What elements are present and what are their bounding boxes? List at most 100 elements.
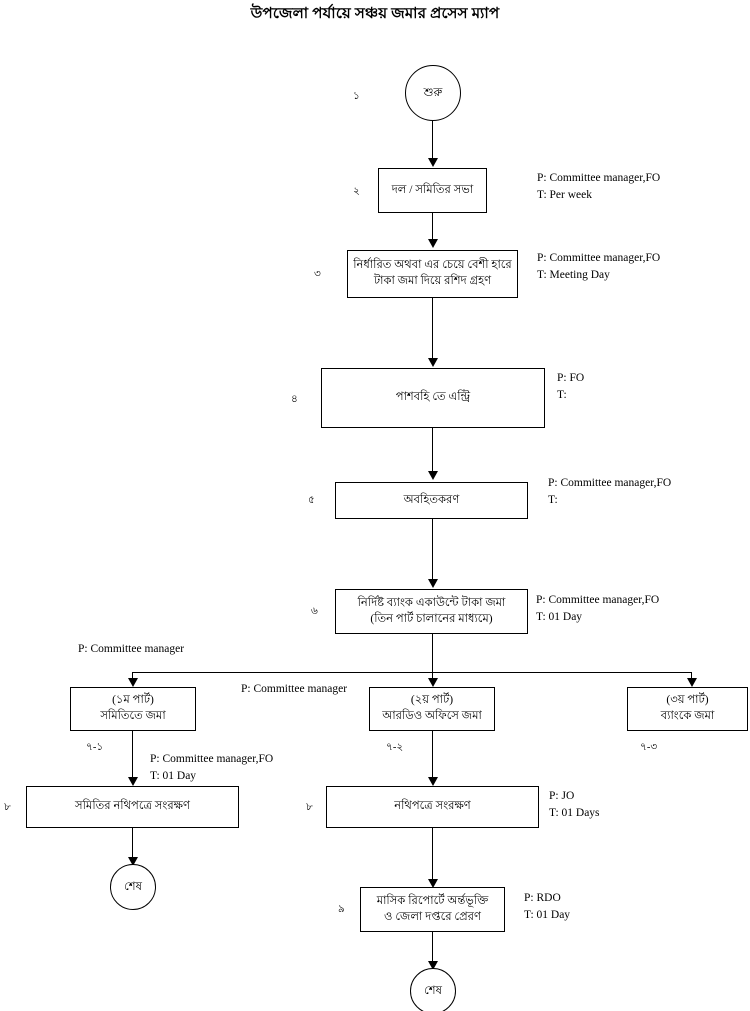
node-step-7b: (২য় পার্ট) আরডিও অফিসে জমা xyxy=(369,687,495,731)
node-step-7c-line1: (৩য় পার্ট) xyxy=(666,694,709,707)
arrow-7a-to-8left xyxy=(128,777,138,786)
annotation-step-8-center-t: T: 01 Days xyxy=(549,807,600,820)
step-number-3: ৩ xyxy=(314,269,321,280)
node-step-6: নির্দিষ্ট ব্যাংক একাউন্টে টাকা জমা (তিন … xyxy=(335,589,528,634)
node-step-7b-line2: আরডিও অফিসে জমা xyxy=(382,710,482,722)
connector-7b-to-8center xyxy=(432,731,433,779)
node-step-8-left: সমিতির নথিপত্রে সংরক্ষণ xyxy=(26,786,239,828)
node-step-6-line2: (তিন পার্ট চালানের মাধ্যমে) xyxy=(370,612,493,625)
arrow-2-to-3 xyxy=(428,239,438,248)
split-bus-horizontal xyxy=(132,672,691,673)
arrow-split-to-7b xyxy=(428,678,438,687)
annotation-step-2-p: P: Committee manager,FO xyxy=(537,172,661,184)
annotation-step-3-t: T: Meeting Day xyxy=(537,269,610,282)
step-number-8-center: ৮ xyxy=(306,802,313,813)
connector-start-to-2 xyxy=(432,121,433,160)
annotation-step-4-p: P: FO xyxy=(557,372,585,384)
node-end-left-label: শেষ xyxy=(124,880,142,893)
annotation-step-6-t: T: 01 Day xyxy=(536,611,583,624)
connector-2-to-3 xyxy=(432,213,433,241)
node-end-left: শেষ xyxy=(110,864,156,910)
node-step-3: নির্ধারিত অথবা এর চেয়ে বেশী হারে টাকা জ… xyxy=(347,250,518,298)
connector-7a-to-8left xyxy=(132,731,133,779)
node-step-7a-line2: সমিতিতে জমা xyxy=(100,710,166,722)
node-step-4-line1: পাশবহি তে এন্ট্রি xyxy=(395,391,471,404)
step-number-4: ৪ xyxy=(291,394,298,405)
node-step-4: পাশবহি তে এন্ট্রি xyxy=(321,368,545,428)
connector-8left-to-end xyxy=(132,828,133,860)
node-step-7c: (৩য় পার্ট) ব্যাংকে জমা xyxy=(627,687,748,731)
annotation-split-center: P: Committee manager xyxy=(241,681,347,698)
annotation-step-6: P: Committee manager,FO T: 01 Day xyxy=(536,592,659,627)
arrow-8left-to-end xyxy=(128,857,138,866)
arrow-3-to-4 xyxy=(428,358,438,367)
annotation-step-8-left-t: T: 01 Day xyxy=(150,770,197,783)
annotation-step-9-t: T: 01 Day xyxy=(524,909,571,922)
connector-5-to-6 xyxy=(432,519,433,581)
annotation-step-5: P: Committee manager,FO T: xyxy=(548,475,671,510)
annotation-step-2-t: T: Per week xyxy=(537,189,592,202)
node-step-3-line1: নির্ধারিত অথবা এর চেয়ে বেশী হারে xyxy=(353,259,512,272)
arrow-9-to-end xyxy=(428,961,438,970)
node-step-7c-line2: ব্যাংকে জমা xyxy=(660,710,715,722)
step-number-6: ৬ xyxy=(311,606,318,617)
node-step-7b-line1: (২য় পার্ট) xyxy=(410,694,454,707)
node-step-9-line2: ও জেলা দপ্তরে প্রেরণ xyxy=(384,910,481,923)
connector-split-to-7a xyxy=(132,672,133,680)
step-number-1: ১ xyxy=(353,91,360,102)
node-step-8-left-line1: সমিতির নথিপত্রে সংরক্ষণ xyxy=(75,800,190,813)
annotation-split-left-p: P: Committee manager xyxy=(78,643,185,655)
arrow-start-to-2 xyxy=(428,158,438,167)
annotation-split-center-p: P: Committee manager xyxy=(241,683,348,695)
node-step-3-line2: টাকা জমা দিয়ে রশিদ গ্রহণ xyxy=(373,275,492,287)
connector-6-to-split xyxy=(432,634,433,672)
arrow-split-to-7c xyxy=(687,678,697,687)
node-step-5-line1: অবহিতকরণ xyxy=(403,493,460,506)
connector-4-to-5 xyxy=(432,428,433,473)
node-step-9: মাসিক রিপোর্টে অর্ন্তভূক্তি ও জেলা দপ্তর… xyxy=(360,887,505,932)
node-step-6-line1: নির্দিষ্ট ব্যাংক একাউন্টে টাকা জমা xyxy=(357,596,506,609)
page-title: উপজেলা পর্যায়ে সঞ্চয় জমার প্রসেস ম্যাপ xyxy=(250,6,500,22)
annotation-step-3: P: Committee manager,FO T: Meeting Day xyxy=(537,250,660,285)
annotation-step-8-left-p: P: Committee manager,FO xyxy=(150,753,274,765)
annotation-step-5-p: P: Committee manager,FO xyxy=(548,477,672,489)
arrow-7b-to-8center xyxy=(428,777,438,786)
annotation-step-2: P: Committee manager,FO T: Per week xyxy=(537,170,660,205)
annotation-step-4-t: T: xyxy=(557,389,567,402)
annotation-step-4: P: FO T: xyxy=(557,370,584,405)
arrow-split-to-7a xyxy=(128,678,138,687)
node-start-label: শুরু xyxy=(423,86,443,99)
annotation-step-9: P: RDO T: 01 Day xyxy=(524,890,570,925)
node-end-center: শেষ xyxy=(410,968,456,1011)
node-step-5: অবহিতকরণ xyxy=(335,482,528,519)
annotation-step-8-left: P: Committee manager,FO T: 01 Day xyxy=(150,751,273,786)
step-number-7a: ৭-১ xyxy=(86,742,104,753)
step-number-2: ২ xyxy=(353,186,360,197)
node-step-7a: (১ম পার্ট) সমিতিতে জমা xyxy=(70,687,196,731)
arrow-8center-to-9 xyxy=(428,879,438,888)
connector-8center-to-9 xyxy=(432,828,433,881)
annotation-split-left: P: Committee manager xyxy=(78,641,184,658)
arrow-5-to-6 xyxy=(428,579,438,588)
annotation-step-5-t: T: xyxy=(548,494,558,507)
step-number-7c: ৭-৩ xyxy=(640,742,658,753)
annotation-step-8-center: P: JO T: 01 Days xyxy=(549,788,600,823)
step-number-9: ৯ xyxy=(338,904,345,915)
node-step-2-line1: দল / সমিতির সভা xyxy=(391,183,474,196)
node-step-9-line1: মাসিক রিপোর্টে অর্ন্তভূক্তি xyxy=(376,894,489,907)
connector-split-to-7b xyxy=(432,672,433,680)
annotation-step-6-p: P: Committee manager,FO xyxy=(536,594,660,606)
annotation-step-8-center-p: P: JO xyxy=(549,790,575,802)
node-step-8-center-line1: নথিপত্রে সংরক্ষণ xyxy=(394,800,471,813)
annotation-step-9-p: P: RDO xyxy=(524,892,561,904)
step-number-7b: ৭-২ xyxy=(386,742,404,753)
annotation-step-3-p: P: Committee manager,FO xyxy=(537,252,661,264)
connector-3-to-4 xyxy=(432,298,433,360)
node-step-2: দল / সমিতির সভা xyxy=(378,168,487,213)
node-end-center-label: শেষ xyxy=(424,984,442,997)
node-step-7a-line1: (১ম পার্ট) xyxy=(112,694,154,707)
node-start: শুরু xyxy=(405,65,461,121)
connector-9-to-end xyxy=(432,932,433,964)
connector-split-to-7c xyxy=(691,672,692,680)
